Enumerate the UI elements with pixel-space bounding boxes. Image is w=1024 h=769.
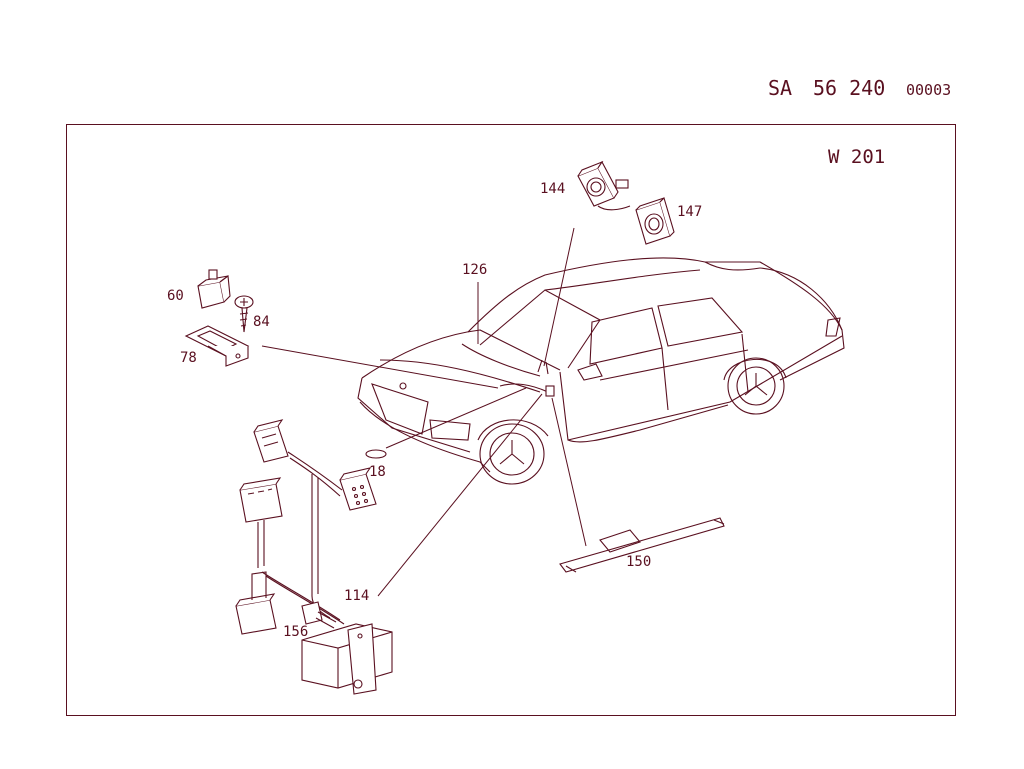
callout-156: 156 [283,624,308,640]
part-114-wiring-harness [235,419,393,695]
part-18-grommet [365,449,387,459]
part-144-control-unit [577,160,631,211]
part-60-switch [197,269,231,309]
leader-lines [261,227,587,597]
callout-144: 144 [540,181,565,197]
drawing-prefix: SA [768,76,793,100]
part-84-screw [234,295,254,333]
callout-147: 147 [677,204,702,220]
drawing-number: SA 56 240 00003 [768,76,968,104]
part-147-unit [635,196,675,245]
callout-18: 18 [369,464,386,480]
part-78-bracket [184,325,250,367]
callout-78: 78 [180,350,197,366]
callout-84: 84 [253,314,270,330]
part-150-strap [559,517,725,573]
model-label: W 201 [828,146,885,168]
callout-labels: 60 84 78 126 144 147 18 114 156 150 [167,181,702,640]
drawing-sub-number: 00003 [906,81,952,99]
car-illustration [357,257,845,485]
diagram-frame [66,124,956,716]
callout-60: 60 [167,288,184,304]
callout-114: 114 [344,588,369,604]
callout-126: 126 [462,262,487,278]
drawing-main-number: 56 240 [813,76,886,100]
callout-150: 150 [626,554,651,570]
